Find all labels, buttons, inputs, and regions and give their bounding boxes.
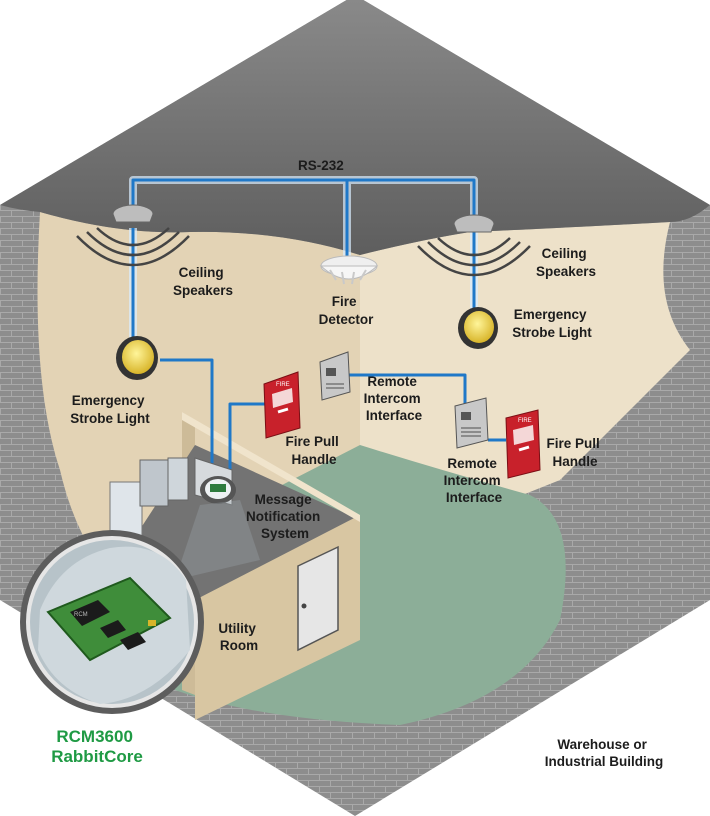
fire-detector-label: Fire Detector (319, 294, 375, 327)
fire-pull-handle-right[interactable]: FIRE (505, 409, 541, 479)
ceiling (0, 0, 710, 255)
strobe-light-left-label: Emergency Strobe Light (70, 393, 150, 426)
rs232-label: RS-232 (298, 158, 344, 173)
ceiling-speakers-left-label: Ceiling Speakers (173, 265, 233, 298)
message-notification-label: Message Notification System (246, 492, 324, 541)
fire-detector (319, 255, 379, 285)
pull-station-text-left: FIRE (276, 382, 290, 388)
fire-pull-left-label: Fire Pull Handle (285, 434, 342, 467)
ceiling-speakers-right-label: Ceiling Speakers (536, 246, 596, 279)
rabbitcore-magnifier: RCM (20, 530, 204, 714)
breaker-box (139, 459, 169, 507)
fire-pull-right-label: Fire Pull Handle (546, 436, 603, 469)
intercom-right-label: Remote Intercom Interface (444, 456, 505, 505)
utility-room-door[interactable] (297, 545, 339, 652)
rs232-bus (131, 178, 476, 258)
ceiling-speaker-right (417, 214, 531, 277)
meter-box (167, 457, 189, 501)
intercom-panel-left[interactable] (319, 351, 351, 401)
utility-room-label: Utility Room (218, 621, 259, 653)
rcm3600-board (46, 576, 172, 662)
building-label: Warehouse or Industrial Building (545, 737, 664, 769)
strobe-light-right (458, 307, 498, 349)
fire-pull-handle-left[interactable]: FIRE (263, 371, 301, 439)
door-knob (301, 603, 307, 609)
utility-room-wall-top (182, 412, 360, 522)
ceiling-speaker-left (76, 204, 190, 267)
pull-station-text-right: FIRE (518, 418, 532, 424)
strobe-light-right-label: Emergency Strobe Light (512, 307, 592, 340)
intercom-panel-right[interactable] (454, 397, 489, 449)
wire-pull-to-system (228, 402, 268, 480)
strobe-light-left (116, 336, 158, 380)
module-chip-text: RCM (74, 612, 88, 618)
intercom-left-label: Remote Intercom Interface (364, 374, 425, 423)
wire-intercoms (345, 373, 467, 410)
wire-strobe-to-system (160, 358, 214, 480)
rabbitcore-label: RCM3600 RabbitCore (51, 727, 143, 766)
message-notification-device[interactable] (175, 457, 260, 580)
